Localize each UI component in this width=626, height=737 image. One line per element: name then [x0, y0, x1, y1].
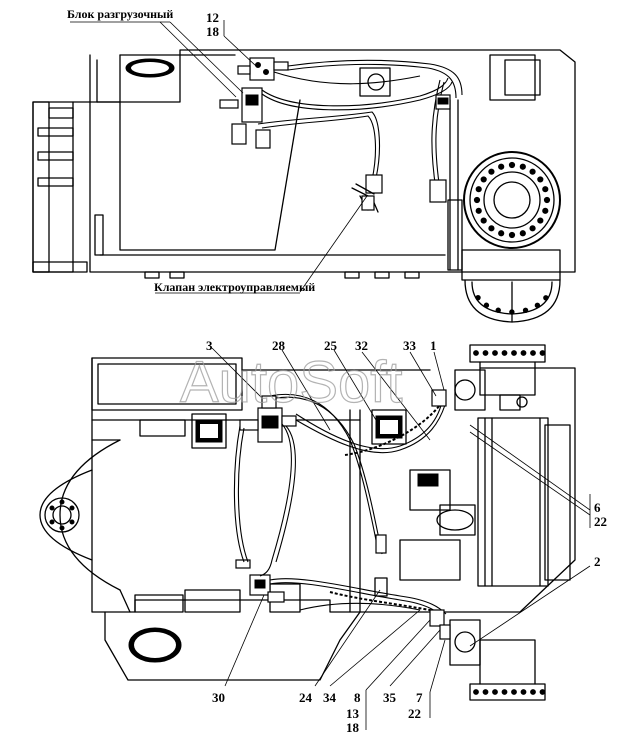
bolt-mark [537, 217, 544, 224]
bolt-mark [482, 689, 489, 695]
bolt-mark [534, 302, 541, 309]
bolt-mark [539, 350, 546, 356]
callout-3: 3 [206, 338, 213, 353]
bolt-mark [501, 689, 508, 695]
bolt-mark [511, 689, 517, 695]
bolt-mark [511, 350, 517, 356]
bolt-mark [530, 350, 536, 356]
callout-32: 32 [355, 338, 368, 353]
main-frame-bottom [39, 357, 576, 681]
bolt-mark [492, 350, 498, 356]
callout-34: 34 [323, 690, 337, 705]
bolt-mark [539, 689, 546, 695]
bottom-view [39, 344, 591, 730]
bolt-mark [473, 350, 479, 356]
bolt-mark [508, 231, 516, 239]
bottom-leaders [211, 347, 591, 730]
bolt-mark [498, 230, 505, 237]
bolt-mark [488, 225, 495, 232]
bolt-mark [543, 196, 551, 204]
bolt-mark [492, 689, 498, 695]
top-hoses [257, 59, 463, 203]
callout-22-upper: 22 [594, 514, 607, 529]
callout-1: 1 [430, 338, 437, 353]
bolt-mark [480, 176, 487, 183]
callout-13: 13 [346, 706, 360, 721]
callout-18-lower: 18 [346, 720, 360, 735]
callout-25: 25 [324, 338, 338, 353]
callout-28: 28 [272, 338, 286, 353]
bolt-mark [483, 302, 490, 308]
left-bracket [32, 101, 91, 273]
callout-30: 30 [212, 690, 225, 705]
bolt-mark [543, 295, 549, 301]
bolt-mark [508, 161, 516, 169]
main-frame-top [89, 49, 576, 279]
callout-8: 8 [354, 690, 361, 705]
label-unloading-block: Блок разгрузочный [67, 7, 173, 21]
callout-12: 12 [206, 10, 219, 25]
callout-35: 35 [383, 690, 397, 705]
bottom-hoses [233, 389, 451, 640]
bolt-mark [520, 689, 527, 695]
callout-24: 24 [299, 690, 313, 705]
bolt-mark [537, 176, 544, 183]
bolt-mark [519, 230, 526, 237]
watermark-text: AutoSoft [180, 350, 402, 415]
bolt-mark [475, 294, 481, 301]
bolt-mark [495, 307, 501, 313]
bolt-mark [542, 186, 549, 193]
bolt-mark [475, 186, 482, 193]
callout-33: 33 [403, 338, 417, 353]
callout-7: 7 [416, 690, 423, 705]
bolt-mark [529, 168, 536, 175]
top-hub [461, 151, 561, 323]
callout-2: 2 [594, 554, 601, 569]
bolt-mark [473, 689, 479, 695]
bolt-mark [530, 689, 536, 695]
bolt-mark [498, 163, 505, 170]
bolt-mark [519, 163, 526, 170]
bolt-mark [473, 196, 481, 204]
bottom-valve-block [235, 395, 297, 603]
bolt-mark [509, 309, 515, 315]
bolt-mark [480, 217, 487, 224]
callout-22-lower: 22 [408, 706, 421, 721]
callout-6: 6 [594, 500, 601, 515]
bolt-mark [542, 207, 549, 214]
label-solenoid-valve: Клапан электроуправляемый [154, 280, 315, 294]
top-view [32, 20, 576, 323]
solenoid-valve [351, 174, 383, 213]
bolt-mark [475, 207, 482, 214]
bolt-mark [501, 350, 508, 356]
unloading-block [219, 57, 289, 149]
bolt-mark [482, 350, 489, 356]
bolt-mark [529, 225, 536, 232]
bolt-mark [520, 350, 527, 356]
callout-18: 18 [206, 24, 220, 39]
bottom-gear-assembly [449, 344, 571, 701]
bolt-mark [522, 307, 529, 313]
bolt-mark [488, 168, 495, 175]
